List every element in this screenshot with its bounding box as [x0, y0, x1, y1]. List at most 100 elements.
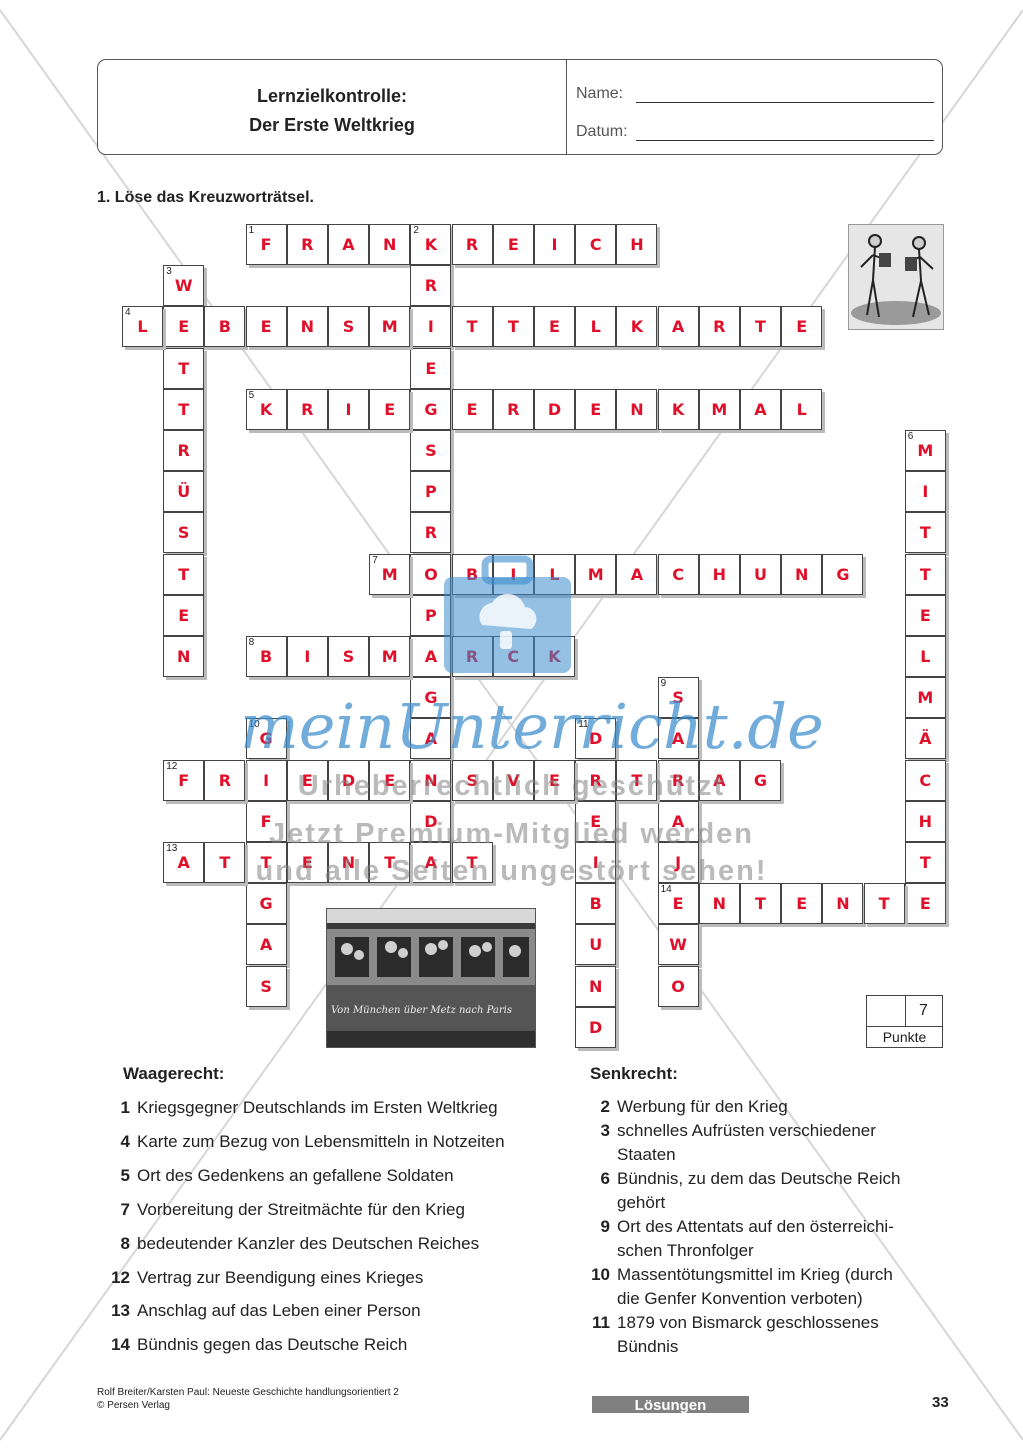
crossword-cell[interactable]: T	[904, 512, 946, 554]
crossword-cell[interactable]: E	[286, 842, 328, 883]
crossword-cell[interactable]: R	[204, 759, 246, 801]
crossword-cell[interactable]: M	[369, 636, 411, 677]
crossword-cell[interactable]: S	[245, 965, 287, 1007]
crossword-cell[interactable]: G	[740, 759, 781, 801]
crossword-cell[interactable]: T	[904, 842, 946, 883]
crossword-cell[interactable]: D	[575, 1006, 617, 1048]
crossword-cell[interactable]: C	[657, 553, 699, 595]
crossword-cell[interactable]: B	[575, 883, 617, 925]
crossword-cell[interactable]: T	[740, 883, 781, 925]
crossword-cell[interactable]: R	[286, 388, 328, 430]
crossword-cell[interactable]: T	[904, 553, 946, 595]
crossword-cell[interactable]: I	[534, 224, 575, 265]
crossword-cell[interactable]: T	[863, 883, 905, 925]
crossword-cell[interactable]: P	[410, 471, 452, 513]
crossword-cell[interactable]: G	[410, 677, 452, 719]
crossword-cell[interactable]: R	[286, 224, 328, 265]
crossword-cell[interactable]: N	[781, 553, 823, 595]
crossword-cell[interactable]: H	[904, 800, 946, 842]
crossword-cell[interactable]: G	[245, 883, 287, 925]
crossword-cell[interactable]: T	[451, 842, 493, 883]
crossword-cell[interactable]: C	[904, 759, 946, 801]
crossword-cell[interactable]: E	[904, 883, 946, 925]
crossword-cell[interactable]: H	[698, 553, 740, 595]
crossword-cell[interactable]: R	[410, 265, 452, 307]
crossword-cell[interactable]: O	[410, 553, 452, 595]
crossword-cell[interactable]: A	[410, 636, 452, 677]
solutions-tab[interactable]: Lösungen	[592, 1396, 749, 1414]
crossword-cell[interactable]: B	[204, 306, 246, 348]
crossword-cell[interactable]: M	[369, 306, 411, 348]
crossword-cell[interactable]: L	[904, 636, 946, 677]
crossword-cell[interactable]: E	[163, 594, 205, 636]
crossword-cell[interactable]: S	[410, 430, 452, 471]
crossword-cell[interactable]: T	[616, 759, 658, 801]
crossword-cell[interactable]: A	[657, 718, 699, 760]
name-field[interactable]	[636, 102, 934, 103]
crossword-cell[interactable]: E	[575, 800, 617, 842]
crossword-cell[interactable]: E	[492, 224, 534, 265]
crossword-cell[interactable]: T	[245, 842, 287, 883]
crossword-cell[interactable]: K	[657, 388, 699, 430]
crossword-cell[interactable]: E	[781, 306, 823, 348]
crossword-cell[interactable]: F	[245, 800, 287, 842]
crossword-cell[interactable]: E	[245, 306, 287, 348]
crossword-cell[interactable]: E	[575, 388, 617, 430]
crossword-cell[interactable]: M	[575, 553, 617, 595]
crossword-cell[interactable]: G	[410, 388, 452, 430]
crossword-cell[interactable]: S	[163, 512, 205, 554]
crossword-cell[interactable]: T	[163, 553, 205, 595]
crossword-cell[interactable]: T	[740, 306, 781, 348]
crossword-cell[interactable]: E	[163, 306, 205, 348]
crossword-cell[interactable]: M	[904, 677, 946, 719]
crossword-cell[interactable]: A	[328, 224, 369, 265]
crossword-cell[interactable]: N	[328, 842, 369, 883]
crossword-cell[interactable]: A	[410, 842, 452, 883]
crossword-cell[interactable]: R	[163, 430, 205, 471]
crossword-cell[interactable]: A	[657, 800, 699, 842]
crossword-cell[interactable]: R	[451, 224, 493, 265]
crossword-cell[interactable]: T	[204, 842, 246, 883]
crossword-cell[interactable]: Ü	[163, 471, 205, 513]
crossword-cell[interactable]: C	[575, 224, 617, 265]
crossword-cell[interactable]: E	[369, 759, 411, 801]
crossword-cell[interactable]: R	[410, 512, 452, 554]
crossword-cell[interactable]: N	[616, 388, 658, 430]
crossword-cell[interactable]: T	[163, 347, 205, 389]
crossword-cell[interactable]: E	[904, 594, 946, 636]
crossword-cell[interactable]: I	[904, 471, 946, 513]
crossword-cell[interactable]: L	[575, 306, 617, 348]
crossword-cell[interactable]: S	[328, 306, 369, 348]
crossword-cell[interactable]: L	[781, 388, 823, 430]
crossword-cell[interactable]: A	[698, 759, 740, 801]
crossword-cell[interactable]: N	[575, 965, 617, 1007]
crossword-cell[interactable]: B	[451, 553, 493, 595]
crossword-cell[interactable]: I	[575, 842, 617, 883]
crossword-cell[interactable]: U	[575, 924, 617, 966]
crossword-cell[interactable]: A	[657, 306, 699, 348]
crossword-cell[interactable]: A	[245, 924, 287, 966]
crossword-cell[interactable]: A	[616, 553, 658, 595]
date-field[interactable]	[636, 140, 934, 141]
crossword-cell[interactable]: E	[369, 388, 411, 430]
crossword-cell[interactable]: R	[492, 388, 534, 430]
crossword-cell[interactable]: I	[492, 553, 534, 595]
crossword-cell[interactable]: H	[616, 224, 658, 265]
crossword-cell[interactable]: E	[286, 759, 328, 801]
crossword-cell[interactable]: P	[410, 594, 452, 636]
crossword-cell[interactable]: Ä	[904, 718, 946, 760]
crossword-cell[interactable]: D	[410, 800, 452, 842]
crossword-cell[interactable]: D	[328, 759, 369, 801]
crossword-cell[interactable]: L	[534, 553, 575, 595]
crossword-cell[interactable]: N	[163, 636, 205, 677]
